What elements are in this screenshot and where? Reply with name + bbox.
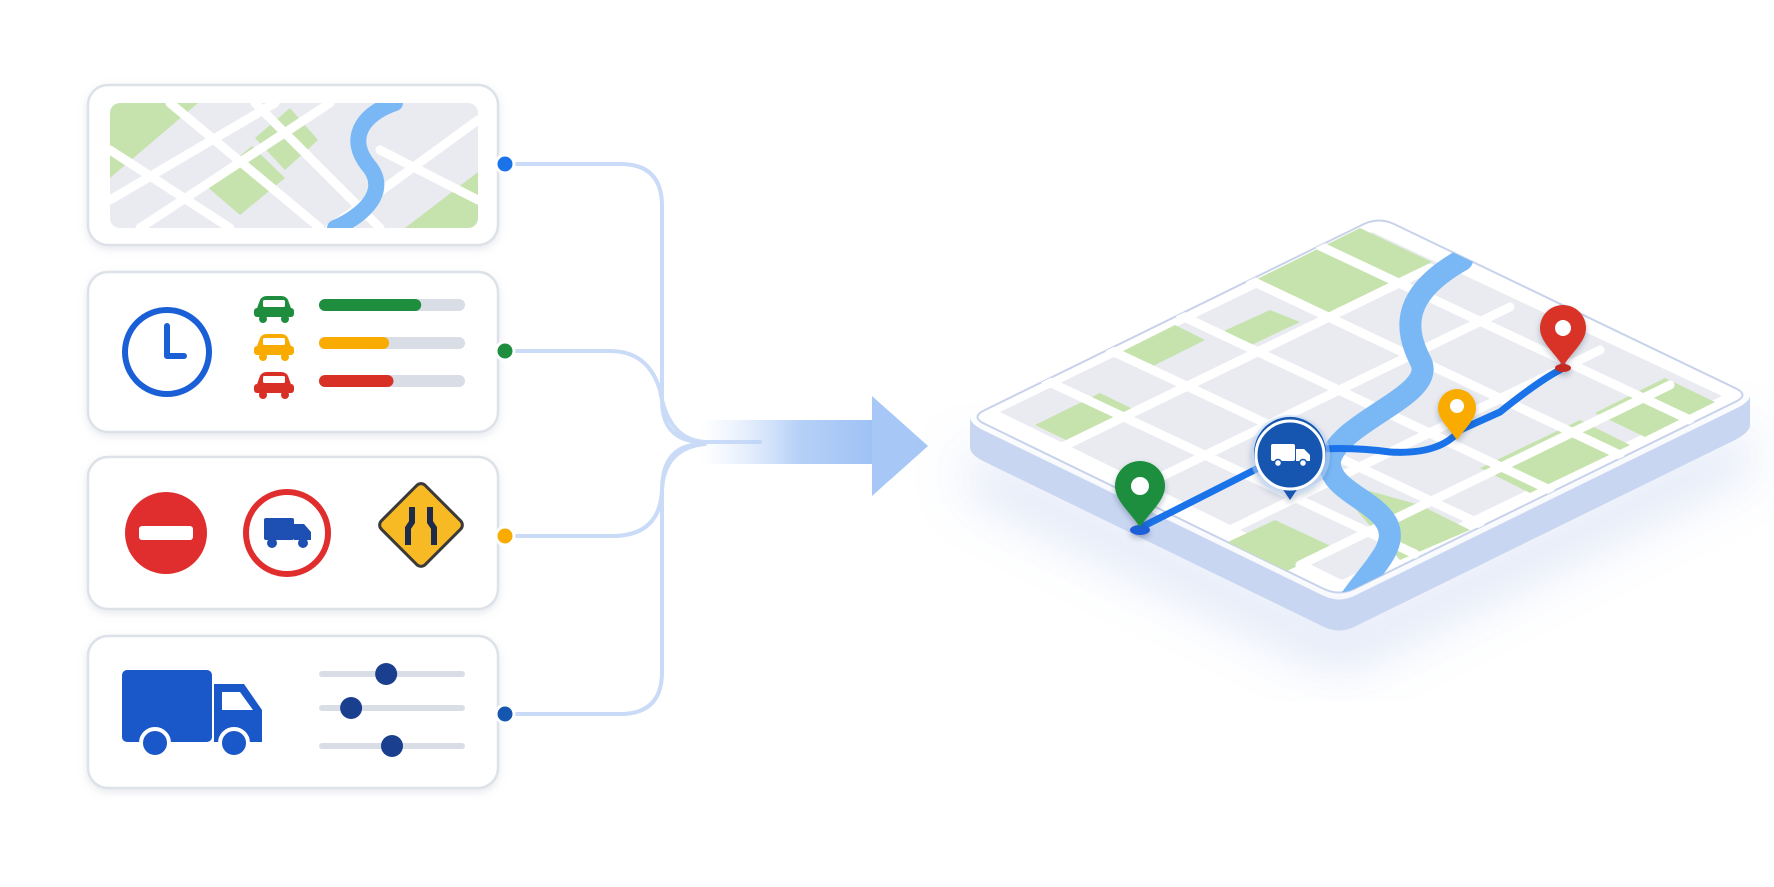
- car-icon: [254, 372, 294, 399]
- car-icon: [254, 334, 294, 361]
- connector-dot-road-restrictions: [494, 525, 516, 547]
- connector-traffic-data: [503, 349, 707, 444]
- connector-dot-vehicle-profile: [494, 703, 516, 725]
- slider-handle[interactable]: [381, 735, 403, 757]
- connector-map-data: [503, 162, 762, 444]
- map-thumbnail-icon: [110, 103, 478, 228]
- traffic-bar-fill: [319, 375, 394, 387]
- park-area: [1255, 228, 1432, 314]
- destination-pin-icon: [1540, 305, 1586, 372]
- vehicle-marker-icon: [1250, 415, 1330, 500]
- connector-lines: [503, 162, 762, 716]
- clock-icon: [122, 307, 212, 397]
- traffic-bar-fill: [319, 337, 390, 349]
- truck-icon: [122, 670, 262, 759]
- traffic-levels: [254, 296, 465, 399]
- slider-handle[interactable]: [340, 697, 363, 719]
- no-entry-icon: [125, 492, 207, 574]
- card-vehicle-profile: [86, 634, 516, 790]
- card-traffic-data: [86, 270, 516, 434]
- connector-dot-map-data: [494, 153, 516, 175]
- vehicle-settings-sliders: [319, 663, 465, 757]
- connector-vehicle-profile: [503, 442, 702, 716]
- slider-handle[interactable]: [375, 663, 398, 685]
- road-narrows-icon: [378, 482, 464, 568]
- traffic-bar-fill: [319, 299, 422, 311]
- origin-pin-icon: [1115, 461, 1165, 535]
- isometric-route-map: [970, 219, 1750, 631]
- river: [1318, 249, 1473, 593]
- car-icon: [254, 296, 294, 323]
- no-trucks-icon: [243, 489, 331, 577]
- park-area: [1035, 393, 1135, 442]
- flow-arrow: [700, 396, 928, 496]
- card-road-restrictions: [86, 455, 516, 611]
- waypoint-pin-icon: [1438, 389, 1476, 440]
- card-map-data: [86, 83, 516, 247]
- connector-road-restrictions: [503, 442, 707, 538]
- connector-dot-traffic-data: [494, 340, 516, 362]
